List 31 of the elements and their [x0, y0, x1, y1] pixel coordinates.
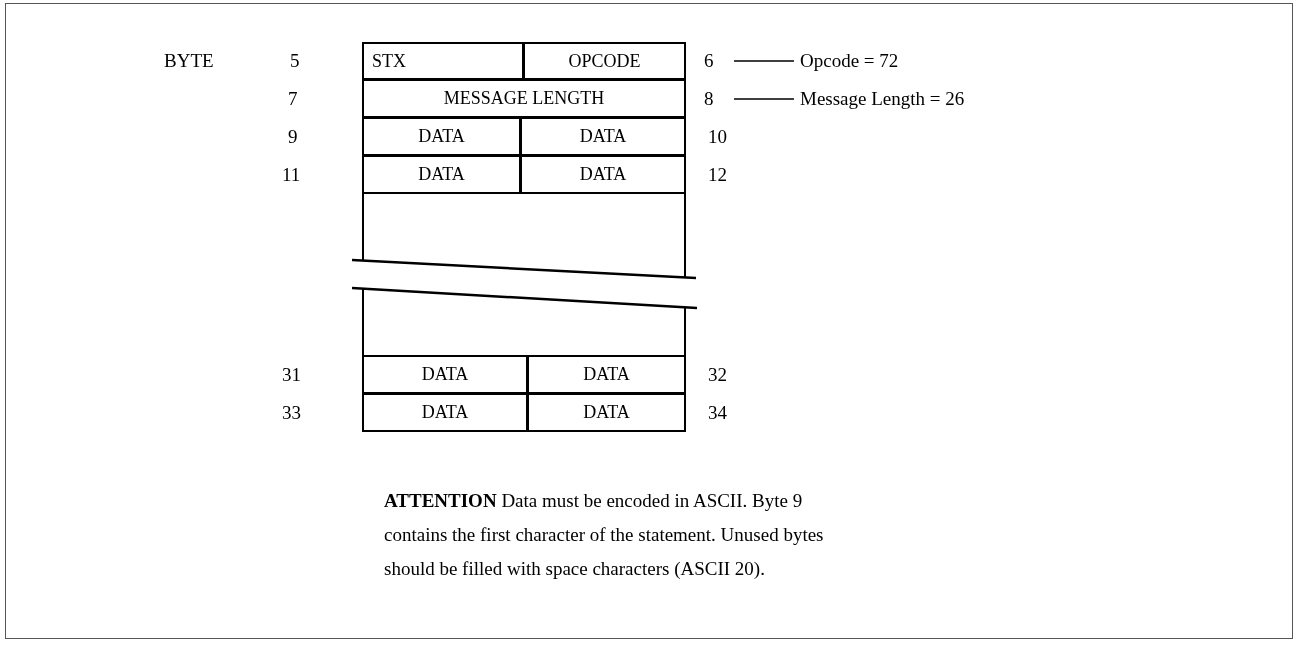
byte-number: 7 [288, 87, 298, 111]
byte-field-cell: DATA [527, 355, 686, 394]
byte-number: 5 [290, 49, 300, 73]
byte-field-cell: MESSAGE LENGTH [362, 79, 686, 118]
field-note: Opcode = 72 [800, 48, 930, 74]
byte-number: BYTE [164, 49, 214, 73]
byte-field-cell: DATA [527, 393, 686, 432]
byte-number: 12 [708, 163, 727, 187]
byte-field-cell: DATA [362, 117, 521, 156]
byte-field-cell: DATA [520, 155, 686, 194]
byte-field-cell: DATA [520, 117, 686, 156]
byte-number: 34 [708, 401, 727, 425]
attention-note: ATTENTION Data must be encoded in ASCII. Byte 9 contains the first character of the statement. Unused bytes should be filled with space characters (ASCII 20). [384, 489, 825, 581]
byte-number: 31 [282, 363, 301, 387]
byte-field-cell: DATA [362, 393, 528, 432]
byte-number: 9 [288, 125, 298, 149]
byte-number: 32 [708, 363, 727, 387]
empty-cell [362, 288, 686, 356]
byte-field-cell: DATA [362, 355, 528, 394]
empty-cell [362, 193, 686, 278]
field-note: Message Length = 26 [800, 86, 1000, 112]
byte-number: 6 [704, 48, 732, 74]
byte-field-cell: STX [362, 42, 524, 80]
leader-line [733, 60, 795, 62]
byte-field-cell: DATA [362, 155, 521, 194]
byte-number: 8 [704, 86, 732, 112]
byte-number: 33 [282, 401, 301, 425]
byte-number: 10 [708, 125, 727, 149]
leader-line [733, 98, 795, 100]
byte-field-cell: OPCODE [523, 42, 686, 80]
byte-number: 11 [282, 163, 301, 187]
